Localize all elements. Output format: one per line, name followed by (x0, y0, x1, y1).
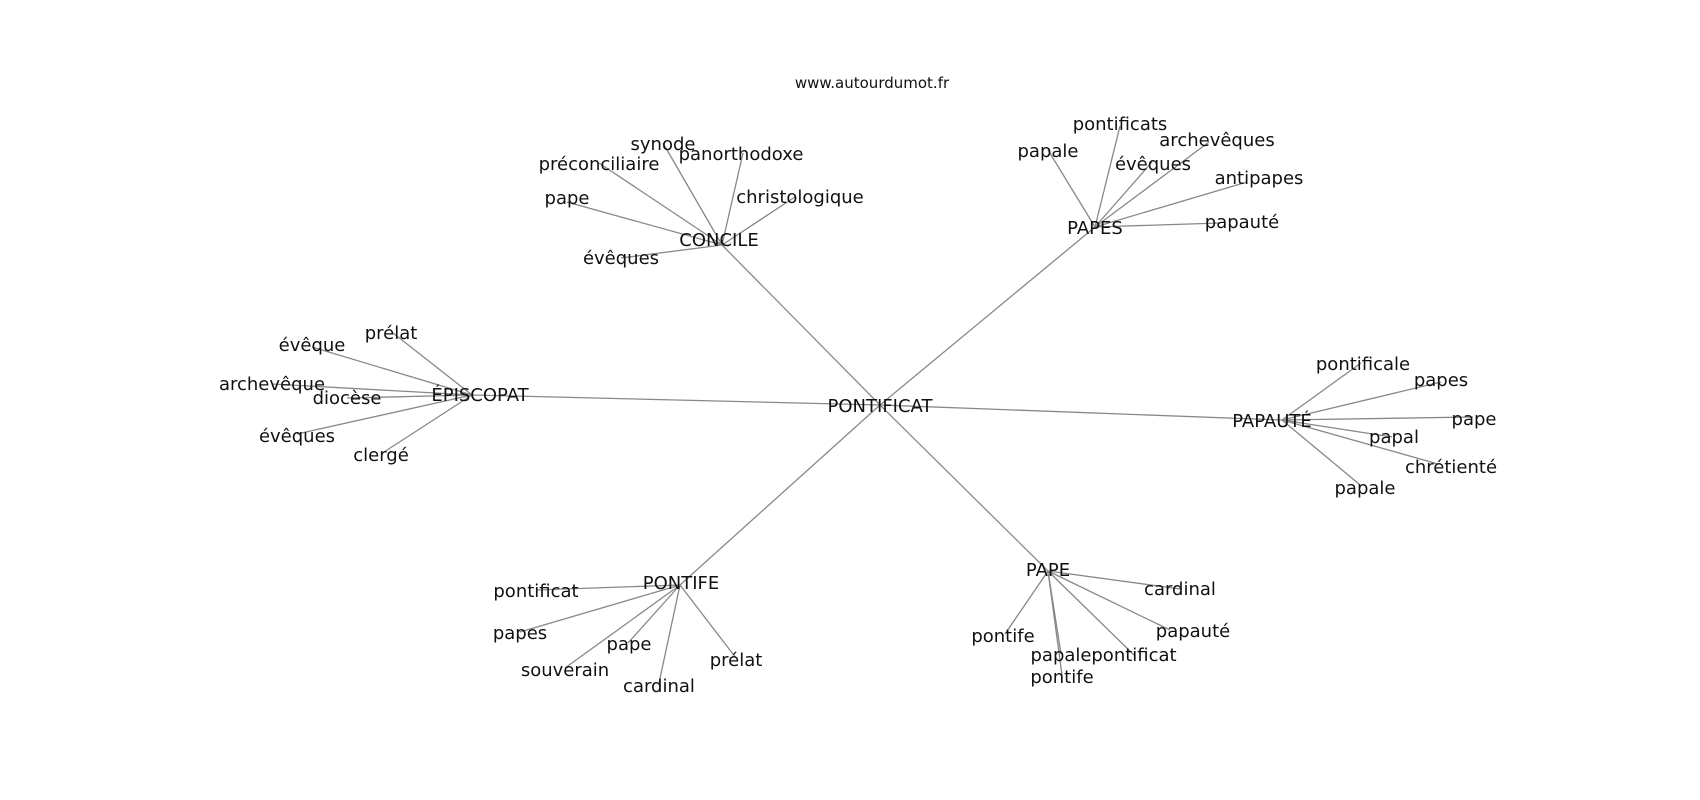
edge-pape-pontife-2 (1047, 570, 1063, 676)
leaf-label-papes-archeveques[interactable]: archevêques (1159, 130, 1274, 151)
branch-node-label-papes[interactable]: PAPES (1067, 218, 1123, 239)
leaf-label-papes-eveques[interactable]: évêques (1115, 154, 1191, 175)
edge-center-concile (721, 244, 881, 406)
edge-papes-pontificats (1094, 125, 1121, 228)
leaf-label-papaute-pape[interactable]: pape (1452, 409, 1497, 430)
edge-pontife-souverain (564, 584, 681, 669)
leaf-label-concile-synode[interactable]: synode (631, 134, 696, 155)
edge-pape-cardinal (1047, 570, 1181, 590)
leaf-label-episcopat-archeveque[interactable]: archevêque (219, 374, 325, 395)
source-label: www.autourdumot.fr (795, 74, 950, 92)
leaf-label-papaute-papale[interactable]: papale (1335, 478, 1396, 499)
leaf-label-pape-pontife[interactable]: pontife (971, 626, 1034, 647)
edge-concile-christologique (721, 196, 796, 246)
edge-papes-papaute (1094, 222, 1221, 228)
edge-center-papaute (879, 404, 1283, 421)
leaf-label-concile-christologique[interactable]: christologique (736, 187, 864, 208)
edge-pontife-cardinal (658, 584, 681, 684)
edge-pontife-papes (519, 584, 681, 633)
edge-center-pape (879, 404, 1049, 572)
leaf-label-papes-papaute[interactable]: papauté (1205, 212, 1279, 233)
edge-papaute-chretiente (1281, 419, 1439, 465)
leaf-label-pontife-pontificat[interactable]: pontificat (493, 581, 578, 602)
leaf-label-episcopat-diocese[interactable]: diocèse (313, 388, 382, 409)
edge-episcopat-eveque (311, 346, 473, 396)
edge-pape-papaute (1047, 570, 1171, 631)
edge-concile-eveques (620, 244, 723, 259)
labels-layer: www.autourdumot.fr PONTIFICAT synodepanor… (219, 74, 1497, 697)
leaf-label-pape-pontificat[interactable]: pontificat (1091, 645, 1176, 666)
leaf-label-concile-preconciliaire[interactable]: préconciliaire (539, 154, 660, 175)
edge-papes-antipapes (1094, 181, 1248, 228)
edge-papaute-papal (1281, 419, 1393, 438)
edge-episcopat-clerge (383, 394, 473, 453)
leaf-label-episcopat-eveque[interactable]: évêque (279, 335, 346, 356)
leaf-label-concile-eveques[interactable]: évêques (583, 248, 659, 269)
edge-episcopat-diocese (346, 394, 473, 399)
leaf-label-pape-papaute[interactable]: papauté (1156, 621, 1230, 642)
leaf-label-episcopat-eveques[interactable]: évêques (259, 426, 335, 447)
leaf-label-pontife-cardinal[interactable]: cardinal (623, 676, 695, 697)
branch-node-label-episcopat[interactable]: ÉPISCOPAT (431, 384, 529, 406)
leaf-label-papes-pontificats[interactable]: pontificats (1073, 114, 1168, 135)
edge-episcopat-eveques (296, 394, 473, 435)
leaf-label-pape-cardinal[interactable]: cardinal (1144, 579, 1216, 600)
edge-papes-archeveques (1094, 141, 1210, 228)
branch-node-label-pontife[interactable]: PONTIFE (643, 573, 720, 594)
leaf-label-episcopat-clerge[interactable]: clergé (353, 445, 409, 466)
leaf-label-concile-panorthodoxe[interactable]: panorthodoxe (679, 144, 804, 165)
edge-papaute-papale (1281, 419, 1360, 485)
leaf-label-papaute-papal[interactable]: papal (1369, 427, 1419, 448)
edge-concile-pape (566, 201, 723, 246)
center-node-label[interactable]: PONTIFICAT (828, 396, 934, 417)
leaf-label-papaute-papes[interactable]: papes (1414, 370, 1468, 391)
edge-papaute-papes (1281, 381, 1442, 421)
edge-pontife-pape (627, 584, 681, 644)
edge-episcopat-prelat (392, 332, 473, 396)
edge-papaute-pape (1281, 416, 1474, 421)
edge-pape-pontificat (1047, 570, 1135, 656)
edge-episcopat-archeveque (271, 383, 473, 396)
leaf-label-pape-papale[interactable]: papale (1031, 645, 1092, 666)
leaf-label-pontife-papes[interactable]: papes (493, 623, 547, 644)
leaf-label-pontife-prelat[interactable]: prélat (710, 650, 763, 671)
edge-concile-panorthodoxe (721, 152, 744, 246)
edge-center-pontife (679, 404, 881, 586)
edge-papes-papale (1047, 149, 1096, 228)
leaf-label-concile-pape[interactable]: pape (545, 188, 590, 209)
edge-papes-eveques (1094, 161, 1153, 228)
edge-center-papes (879, 226, 1096, 406)
edge-papaute-pontificale (1281, 362, 1362, 421)
edge-pontife-pontificat (535, 584, 681, 591)
leaf-label-pontife-souverain[interactable]: souverain (521, 660, 609, 681)
edge-pontife-prelat (679, 584, 737, 659)
branch-node-label-pape[interactable]: PAPE (1026, 560, 1070, 581)
branch-node-label-papaute[interactable]: PAPAUTÉ (1232, 410, 1312, 432)
edge-concile-preconciliaire (598, 162, 723, 246)
leaf-label-pontife-pape[interactable]: pape (607, 634, 652, 655)
leaf-label-episcopat-prelat[interactable]: prélat (365, 323, 418, 344)
branch-node-label-concile[interactable]: CONCILE (679, 230, 758, 251)
edge-center-episcopat (471, 394, 881, 406)
leaf-label-papes-antipapes[interactable]: antipapes (1215, 168, 1304, 189)
edge-pape-pontife (1004, 570, 1049, 635)
edge-concile-synode (662, 142, 723, 246)
edges-layer (271, 125, 1474, 684)
leaf-label-papaute-pontificale[interactable]: pontificale (1316, 354, 1410, 375)
leaf-label-papaute-chretiente[interactable]: chrétienté (1405, 457, 1497, 478)
leaf-label-papes-papale[interactable]: papale (1018, 141, 1079, 162)
leaf-label-pape-pontife-2[interactable]: pontife (1030, 667, 1093, 688)
